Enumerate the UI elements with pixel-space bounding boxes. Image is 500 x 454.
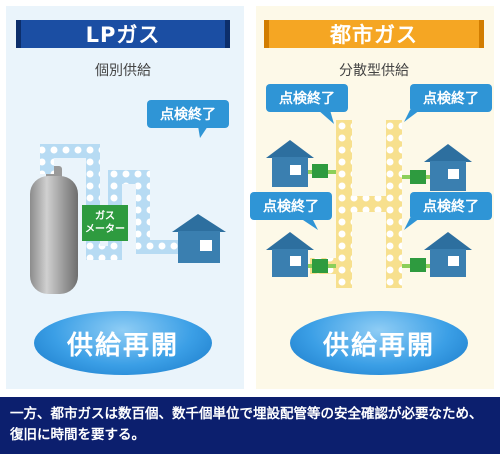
house-icon — [424, 144, 472, 191]
lp-gas-subtitle: 個別供給 — [95, 63, 151, 79]
city-inspection-done-callout-4: 点検終了 — [410, 192, 492, 220]
city-gas-pipe — [310, 120, 402, 288]
city-inspection-done-callout-1: 点検終了 — [266, 84, 348, 112]
house-icon — [266, 232, 314, 277]
city-inspection-done-callout-2: 点検終了 — [410, 84, 492, 112]
gas-meter-label-line1: ガス — [95, 211, 115, 222]
city-gas-title: 都市ガス — [264, 20, 484, 48]
city-gas-service-lines — [296, 164, 434, 273]
lp-supply-resume-badge: 供給再開 — [34, 311, 212, 375]
footer-note: 一方、都市ガスは数百個、数千個単位で埋設配管等の安全確認が必要なため、復旧に時間… — [0, 397, 500, 454]
house-icon — [266, 140, 314, 187]
lp-inspection-done-callout: 点検終了 — [147, 100, 229, 128]
city-supply-resume-badge: 供給再開 — [290, 311, 468, 375]
lp-gas-title: LPガス — [16, 20, 230, 48]
gas-meter-label: ガス メーター — [82, 205, 128, 241]
gas-cylinder-icon — [30, 166, 78, 294]
callout-tails — [198, 110, 420, 230]
city-gas-subtitle: 分散型供給 — [339, 63, 409, 79]
lp-gas-pipe — [40, 144, 180, 260]
gas-meter-label-line2: メーター — [85, 224, 125, 235]
gas-meter-icon — [82, 205, 128, 241]
house-icon — [424, 232, 472, 277]
house-icon — [172, 214, 226, 263]
city-inspection-done-callout-3: 点検終了 — [250, 192, 332, 220]
